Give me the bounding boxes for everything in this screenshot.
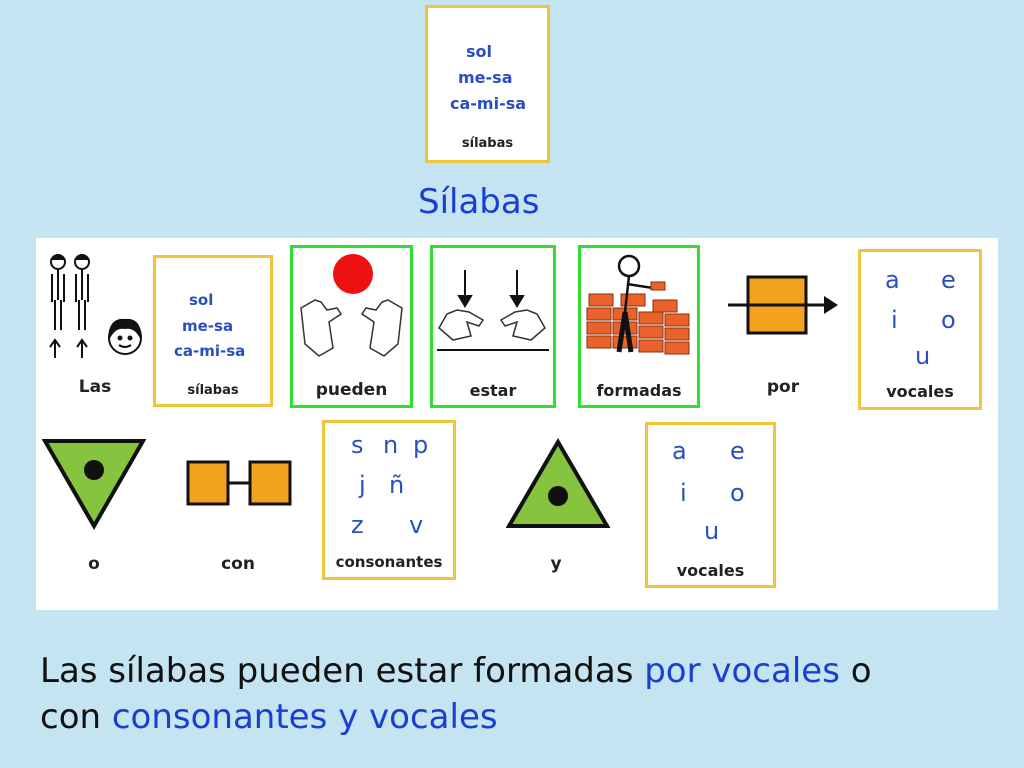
syllable-sol: sol xyxy=(466,42,492,61)
letter-u: u xyxy=(915,342,931,370)
hands-down-icon xyxy=(437,270,549,351)
letter-u: u xyxy=(704,517,720,545)
letter-i: i xyxy=(680,479,687,507)
card-caption: vocales xyxy=(886,382,954,401)
letter-p: p xyxy=(413,431,429,459)
letter-e: e xyxy=(730,437,745,465)
label-pueden: pueden xyxy=(315,380,388,400)
o-triangle-icon xyxy=(42,439,146,530)
silabas-card: sol me-sa ca-mi-sa sílabas xyxy=(153,255,273,407)
label-y: y xyxy=(550,554,562,574)
syllable-mesa: me-sa xyxy=(182,317,234,335)
letter-e: e xyxy=(941,266,956,294)
page-title: Sílabas xyxy=(418,182,540,222)
syllable-mesa: me-sa xyxy=(458,68,513,87)
people-icon xyxy=(49,254,142,358)
card-caption: sílabas xyxy=(461,136,514,151)
label-estar: estar xyxy=(469,381,517,400)
letter-z: z xyxy=(351,511,364,539)
letter-a: a xyxy=(885,266,900,294)
card-caption: consonantes xyxy=(335,553,443,571)
y-triangle-icon xyxy=(506,438,610,528)
highlight-por-vocales: por vocales xyxy=(644,651,840,691)
formadas-card: formadas xyxy=(578,245,700,408)
letter-v: v xyxy=(409,511,424,539)
letter-enie: ñ xyxy=(389,471,405,499)
letter-o: o xyxy=(730,479,745,507)
syllable-sol: sol xyxy=(189,291,214,309)
vocales-card-1: a e i o u vocales xyxy=(858,249,982,410)
sentence-line-1: Las sílabas pueden estar formadas por vo… xyxy=(40,651,872,691)
highlight-consonantes-vocales: consonantes y vocales xyxy=(111,697,498,737)
letter-s: s xyxy=(351,431,364,459)
card-caption: vocales xyxy=(676,561,745,580)
consonantes-card: s n p j ñ z v consonantes xyxy=(322,420,456,580)
top-silabas-card: sol me-sa ca-mi-sa sílabas xyxy=(425,5,550,163)
vocales-card-2: a e i o u vocales xyxy=(645,422,776,588)
syllable-camisa: ca-mi-sa xyxy=(174,342,246,360)
letter-o: o xyxy=(941,306,956,334)
por-arrow-icon xyxy=(728,275,838,335)
letter-i: i xyxy=(891,306,898,334)
letter-j: j xyxy=(359,471,366,499)
letter-a: a xyxy=(672,437,687,465)
card-caption: sílabas xyxy=(187,383,239,398)
sentence-line-2: con consonantes y vocales xyxy=(40,697,498,737)
sentence: Las sílabas pueden estar formadas por vo… xyxy=(40,648,872,740)
label-formadas: formadas xyxy=(596,381,682,400)
label-con: con xyxy=(221,554,255,574)
label-las: Las xyxy=(78,377,112,397)
hands-ball-icon xyxy=(300,254,403,357)
label-por: por xyxy=(766,377,800,397)
pueden-card: pueden xyxy=(290,245,413,408)
letter-n: n xyxy=(383,431,399,459)
label-o: o xyxy=(88,554,100,574)
syllable-camisa: ca-mi-sa xyxy=(450,94,527,113)
con-link-icon xyxy=(186,460,292,506)
bricklayer-icon xyxy=(586,254,690,355)
estar-card: estar xyxy=(430,245,556,408)
